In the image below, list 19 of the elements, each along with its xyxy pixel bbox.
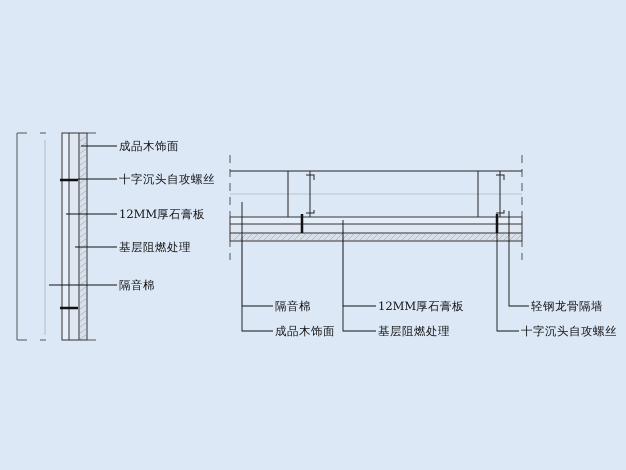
leader-line: [242, 202, 274, 306]
leader-line: [342, 220, 376, 306]
leader-line: [48, 284, 118, 286]
leader-line: [242, 236, 274, 332]
part-label: 轻钢龙骨隔墙: [531, 299, 603, 313]
part-label: 隔音棉: [119, 278, 155, 292]
leader-line: [342, 230, 376, 332]
part-label: 12MM厚石膏板: [378, 299, 464, 313]
part-label: 12MM厚石膏板: [119, 207, 206, 221]
part-label: 隔音棉: [275, 299, 311, 313]
leader-line: [74, 246, 118, 248]
part-label: 成品木饰面: [275, 324, 335, 338]
leader-line: [78, 178, 118, 180]
part-label: 基层阻燃处理: [119, 240, 191, 254]
part-label: 十字沉头自攻螺丝: [119, 172, 215, 186]
leader-line: [508, 210, 530, 306]
part-label: 成品木饰面: [119, 139, 179, 153]
part-label: 基层阻燃处理: [378, 324, 450, 338]
part-label: 十字沉头自攻螺丝: [521, 324, 617, 338]
